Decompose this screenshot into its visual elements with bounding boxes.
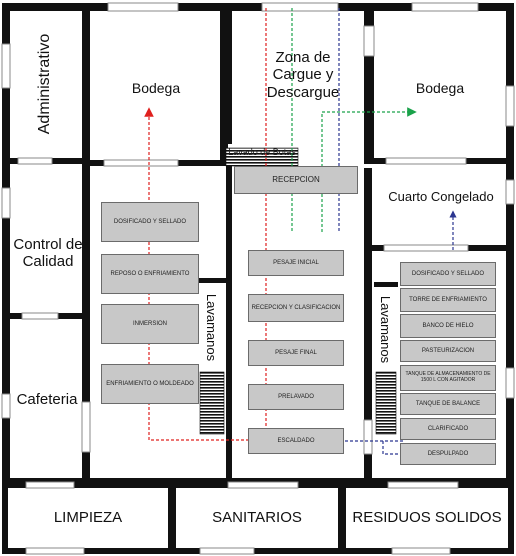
flow-lines: [149, 8, 453, 455]
station-dosificado-sellado-left: DOSIFICADO Y SELLADO: [101, 202, 199, 242]
station-recepcion: RECEPCION: [234, 166, 358, 194]
red-flow-line: [149, 8, 267, 441]
room-administrativo: Administrativo: [36, 33, 54, 135]
station-enfriamiento-moldeado: ENFRIAMIENTO O MOLDEADO: [101, 364, 199, 404]
station-escaldado: ESCALDADO: [248, 428, 344, 454]
station-pesaje-inicial: PESAJE INICIAL: [248, 250, 344, 276]
blue-flow-line-b: [382, 441, 404, 455]
station-tanque-balance: TANQUE DE BALANCE: [400, 393, 496, 415]
room-lavado-botas: Lavado de Botas: [228, 146, 296, 157]
room-zona-cargue: Zona de Cargue y Descargue: [266, 49, 340, 101]
station-clarificado: CLARIFICADO: [400, 418, 496, 440]
room-bodega-right: Bodega: [415, 79, 465, 96]
station-despulpado: DESPULPADO: [400, 443, 496, 465]
station-recepcion-clasificacion: RECEPCION Y CLASIFICACION: [248, 294, 344, 322]
room-limpieza: LIMPIEZA: [53, 509, 123, 527]
station-inmersion: INMERSION: [101, 304, 199, 344]
station-prelavado: PRELAVADO: [248, 384, 344, 410]
room-control-calidad: Control de Calidad: [13, 235, 83, 270]
station-torre-enfriamiento: TORRE DE ENFRIAMIENTO: [400, 288, 496, 312]
station-pesaje-final: PESAJE FINAL: [248, 340, 344, 366]
station-pasteurizacion: PASTEURIZACION: [400, 340, 496, 362]
station-tanque-almacenamiento: TANQUE DE ALMACENAMIENTO DE 1500 L CON A…: [400, 365, 496, 391]
room-lavamanos-right: Lavamanos: [378, 295, 394, 363]
station-banco-hielo: BANCO DE HIELO: [400, 314, 496, 338]
room-bodega-left: Bodega: [131, 79, 181, 96]
room-cuarto-congelado: Cuarto Congelado: [388, 188, 494, 204]
room-sanitarios: SANITARIOS: [212, 509, 302, 527]
station-reposo-enfriamiento: REPOSO O ENFRIAMIENTO: [101, 254, 199, 294]
room-cafeteria: Cafeteria: [16, 391, 78, 409]
blue-flow-line: [338, 8, 453, 442]
floor-drains: [199, 147, 397, 435]
room-lavamanos-left: Lavamanos: [204, 293, 220, 361]
room-residuos-solidos: RESIDUOS SOLIDOS: [352, 509, 502, 527]
station-dosificado-sellado-right: DOSIFICADO Y SELLADO: [400, 262, 496, 286]
